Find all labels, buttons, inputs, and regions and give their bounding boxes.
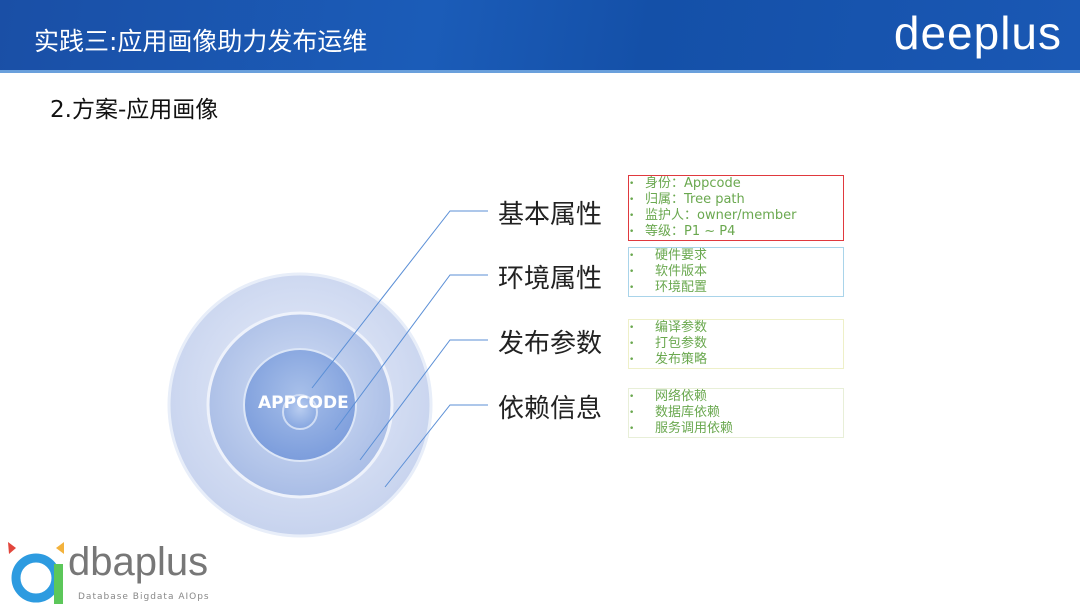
core-circle xyxy=(282,394,318,430)
list-item: 硬件要求 xyxy=(629,248,843,264)
category-label: 依赖信息 xyxy=(498,394,603,424)
category-label: 基本属性 xyxy=(498,200,603,230)
list-item: 等级：P1 ~ P4 xyxy=(629,224,843,240)
header-bar: 实践三:应用画像助力发布运维 deeplus xyxy=(0,0,1080,73)
list-item: 网络依赖 xyxy=(629,389,843,405)
list-item: 发布策略 xyxy=(629,352,843,368)
basic-attributes-box: 身份：Appcode 归属：Tree path 监护人：owner/member… xyxy=(628,175,844,241)
list-item: 数据库依赖 xyxy=(629,405,843,421)
category-label: 环境属性 xyxy=(498,264,603,294)
environment-box: 硬件要求 软件版本 环境配置 xyxy=(628,247,844,297)
list-item: 监护人：owner/member xyxy=(629,208,843,224)
list-item: 环境配置 xyxy=(629,280,843,296)
list-item: 服务调用依赖 xyxy=(629,421,843,437)
dbaplus-tagline: Database Bigdata AIOps xyxy=(78,592,210,602)
dbaplus-logo: dbaplus Database Bigdata AIOps xyxy=(6,540,209,610)
list-item: 身份：Appcode xyxy=(629,176,843,192)
connector-line xyxy=(384,404,488,488)
center-label: APPCODE xyxy=(258,393,349,413)
connector-line xyxy=(311,210,488,389)
connector-line xyxy=(359,339,488,461)
deeplus-logo: deeplus xyxy=(893,7,1062,59)
category-label: 发布参数 xyxy=(498,329,603,359)
release-params-box: 编译参数 打包参数 发布策略 xyxy=(628,319,844,369)
dependencies-box: 网络依赖 数据库依赖 服务调用依赖 xyxy=(628,388,844,438)
list-item: 编译参数 xyxy=(629,320,843,336)
list-item: 软件版本 xyxy=(629,264,843,280)
slide-title: 实践三:应用画像助力发布运维 xyxy=(34,27,368,56)
connector-line xyxy=(334,274,488,431)
list-item: 打包参数 xyxy=(629,336,843,352)
dbaplus-logo-icon xyxy=(8,542,64,604)
list-item: 归属：Tree path xyxy=(629,192,843,208)
section-subtitle: 2.方案-应用画像 xyxy=(50,97,219,123)
dbaplus-wordmark: dbaplus xyxy=(68,540,209,584)
